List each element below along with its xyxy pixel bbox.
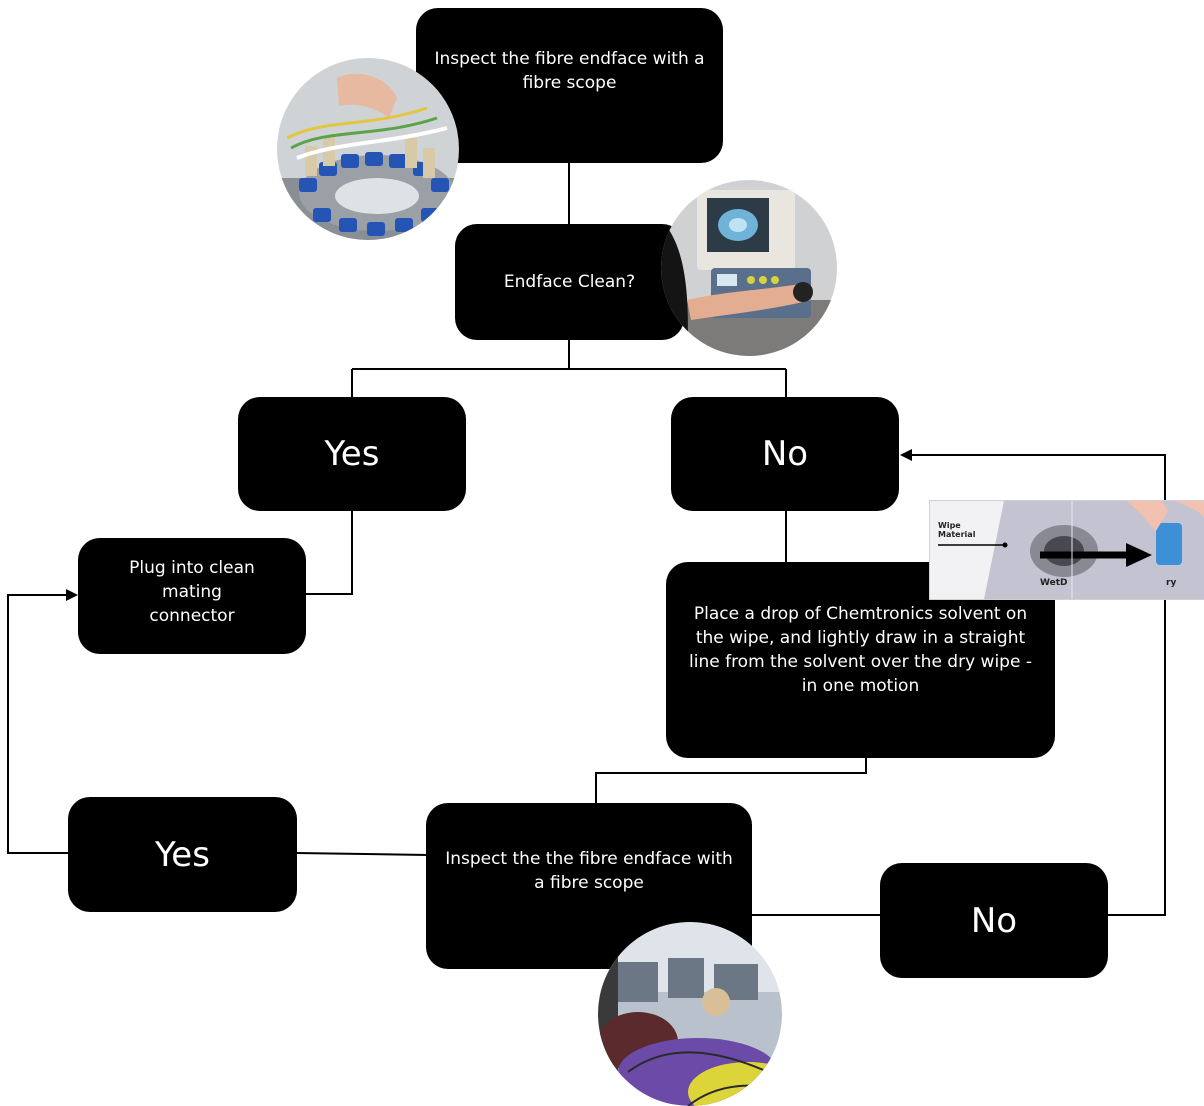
connector-clean-inspect: [595, 757, 867, 804]
branch-yes-top-label: Yes: [324, 434, 380, 474]
wipe-dry-label: ry: [1166, 578, 1177, 588]
connector-inspect-yes: [295, 852, 429, 856]
step-inspect-endface-label: Inspect the fibre endface with a fibre s…: [434, 48, 705, 93]
step-endface-clean-decision: Endface Clean?: [455, 224, 684, 340]
step-endface-clean-label: Endface Clean?: [503, 272, 636, 292]
wipe-technique-illustration: Wipe Material WetD ry: [929, 500, 1204, 600]
branch-no-top: No: [671, 397, 899, 511]
connector-no-loop: [900, 449, 1166, 916]
wipe-material-label: Wipe Material: [938, 521, 976, 539]
branch-no-bottom-label: No: [970, 900, 1018, 941]
fibre-cable-spools-photo: [598, 922, 782, 1106]
step-clean-with-solvent-label: Place a drop of Chemtronics solvent on t…: [689, 604, 1032, 696]
connector-yes-loop-plug: [7, 589, 78, 854]
connector-yes-plug: [306, 510, 353, 595]
fibre-scope-station-photo: [661, 180, 837, 356]
branch-yes-bottom: Yes: [68, 797, 297, 912]
branch-yes-bottom-label: Yes: [155, 834, 210, 875]
wipe-wet-label: WetD: [1040, 578, 1068, 588]
branch-no-bottom: No: [880, 863, 1108, 978]
step-reinspect-endface-label: Inspect the the fibre endface with a fib…: [445, 849, 733, 893]
step-plug-connector-label: Plug into clean mating connector: [129, 558, 255, 626]
step-inspect-endface: Inspect the fibre endface with a fibre s…: [416, 8, 723, 163]
fibre-connectors-photo: [277, 58, 459, 240]
step-plug-connector: Plug into clean mating connector: [78, 538, 306, 654]
branch-yes-top: Yes: [238, 397, 466, 511]
branch-no-top-label: No: [761, 434, 809, 474]
